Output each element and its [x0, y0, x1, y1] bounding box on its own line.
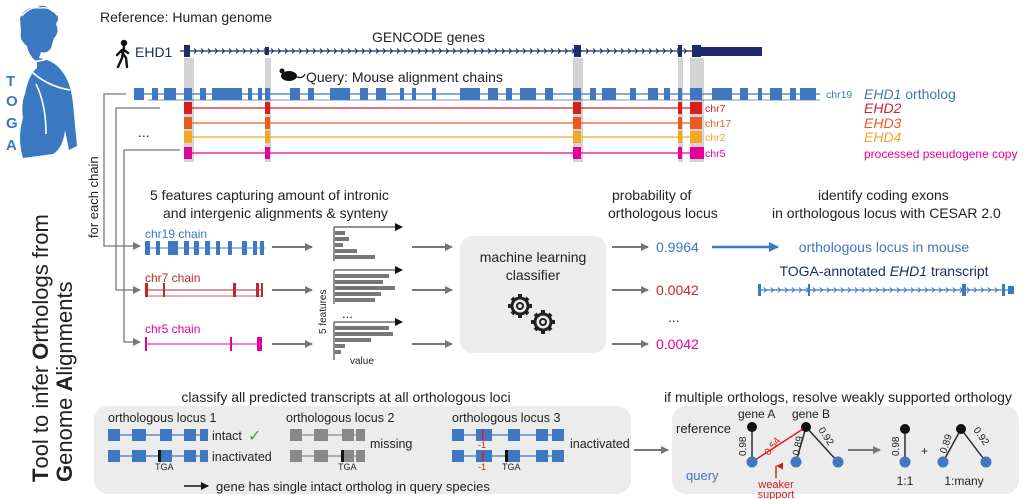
- vertical-title: Tool to infer Orthologs from: [28, 214, 53, 482]
- chr19-chain-label: chr19 chain: [145, 227, 207, 241]
- classify-title: classify all predicted transcripts at al…: [181, 389, 510, 405]
- chr7-chain-label: chr7 chain: [145, 271, 200, 285]
- logo-letter-t: T: [6, 73, 15, 90]
- minus-one-label-2: -1: [478, 462, 486, 472]
- identify-title-2: in orthologous locus with CESAR 2.0: [772, 205, 1001, 221]
- chain-gene-0: EHD1 ortholog: [864, 86, 956, 102]
- prob-title-1: probability of: [612, 187, 691, 203]
- plus-label: +: [921, 444, 928, 458]
- one-to-one-label: 1:1: [897, 474, 914, 488]
- missing-label: missing: [370, 437, 412, 451]
- tga-label-1: TGA: [155, 462, 174, 472]
- gencode-label: GENCODE genes: [372, 29, 485, 45]
- classifier-label-2: classifier: [506, 267, 561, 283]
- features-axis-label: 5 features: [318, 290, 329, 334]
- inactivated-label-3: inactivated: [570, 437, 630, 451]
- query-row-label: query: [686, 468, 719, 483]
- toga-annotated-label: TOGA-annotated EHD1 transcript: [779, 263, 988, 279]
- for-each-chain-bracket: [103, 93, 180, 346]
- logo-letter-g: G: [6, 115, 18, 132]
- chain-chrom-chr5: chr5: [705, 148, 726, 160]
- reference-label: Reference: Human genome: [100, 9, 272, 25]
- intact-label: intact: [212, 429, 242, 443]
- value-axis-label: value: [350, 356, 374, 367]
- features-title-1: 5 features capturing amount of intronic: [150, 187, 389, 203]
- reference-row-label: reference: [676, 421, 731, 436]
- mouse-icon: [279, 68, 306, 81]
- chain-chrom-chr7: chr7: [705, 103, 726, 115]
- logo-letter-o: O: [6, 93, 18, 110]
- inactivated-label-1: inactivated: [212, 450, 272, 464]
- locus-1-label: orthologous locus 1: [108, 411, 216, 425]
- query-label: Query: Mouse alignment chains: [306, 69, 503, 85]
- resolve-title: if multiple orthologs, resolve weakly su…: [664, 389, 1012, 405]
- prob-title-2: orthologous locus: [608, 205, 718, 221]
- prob-ellipsis: ...: [668, 309, 680, 325]
- chain-chrom-chr17: chr17: [705, 118, 731, 130]
- human-walking-icon: [115, 39, 130, 69]
- check-icon: ✓: [248, 428, 261, 445]
- one-to-many-graph: [937, 424, 992, 468]
- plots-ellipsis: ...: [342, 306, 353, 321]
- chain-to-feature-arrows: [272, 243, 313, 348]
- title-line-1: Tool to infer Orthologs from: [28, 214, 53, 482]
- ehd1-gene-label: EHD1: [135, 44, 173, 60]
- one-to-one-graph: [899, 424, 911, 468]
- gencode-gene-track: [180, 45, 762, 57]
- classifier-box: [460, 236, 606, 353]
- orthology-graph: [746, 422, 844, 468]
- identify-title-1: identify coding exons: [818, 187, 949, 203]
- chain-gene-1: EHD2: [864, 100, 902, 116]
- conclusion-label: gene has single intact ortholog in query…: [216, 479, 490, 494]
- features-title-2: and intergenic alignments & synteny: [163, 205, 388, 221]
- prob-chr19: 0.9964: [656, 239, 699, 255]
- mini-chains: [145, 241, 265, 351]
- resolve-box: [672, 406, 1019, 494]
- locus-2-label: orthologous locus 2: [286, 411, 394, 425]
- tga-label-3: TGA: [502, 462, 521, 472]
- chain-gene-2: EHD3: [864, 115, 902, 131]
- prob-chr5: 0.0042: [656, 336, 699, 352]
- locus-3-label: orthologous locus 3: [452, 411, 560, 425]
- for-each-chain-label: for each chain: [86, 156, 101, 238]
- weaker-label-1: weaker: [757, 479, 794, 491]
- gene-b-label: gene B: [792, 407, 830, 421]
- tga-label-2: TGA: [338, 462, 357, 472]
- weaker-label-2: support: [758, 489, 795, 499]
- gears-icon: [508, 294, 555, 334]
- one-to-many-label: 1:many: [944, 474, 983, 488]
- chain-chrom-chr2: chr2: [705, 132, 726, 144]
- ortho-locus-mouse: orthologous locus in mouse: [799, 239, 970, 255]
- toga-logo: T O G A: [6, 5, 77, 158]
- chain-chrom-chr19: chr19: [826, 89, 852, 101]
- feature-bar-plots: [333, 223, 403, 360]
- prob-chr7: 0.0042: [656, 282, 699, 298]
- title-line-2: Genome Alignments: [52, 281, 77, 482]
- chain-gene-3: EHD4: [864, 129, 902, 145]
- minus-one-label-1: -1: [478, 440, 486, 450]
- score-089: 0.89: [791, 435, 806, 457]
- roman-bust-icon: [20, 5, 77, 158]
- chr5-chain-label: chr5 chain: [145, 322, 200, 336]
- feature-to-classifier-arrows: [412, 243, 453, 348]
- score-098: 0.98: [738, 436, 749, 456]
- classifier-to-prob-arrows: [612, 243, 649, 348]
- logo-letter-a: A: [6, 137, 17, 154]
- gene-a-label: gene A: [738, 407, 775, 421]
- toga-transcript-track: [758, 284, 1014, 296]
- classifier-label-1: machine learning: [480, 249, 587, 265]
- locus-gene-models: [108, 429, 564, 462]
- chain-gene-4: processed pseudogene copy: [864, 147, 1017, 161]
- score-1to1: 0.98: [891, 436, 902, 456]
- chain-ellipsis: ...: [138, 124, 150, 140]
